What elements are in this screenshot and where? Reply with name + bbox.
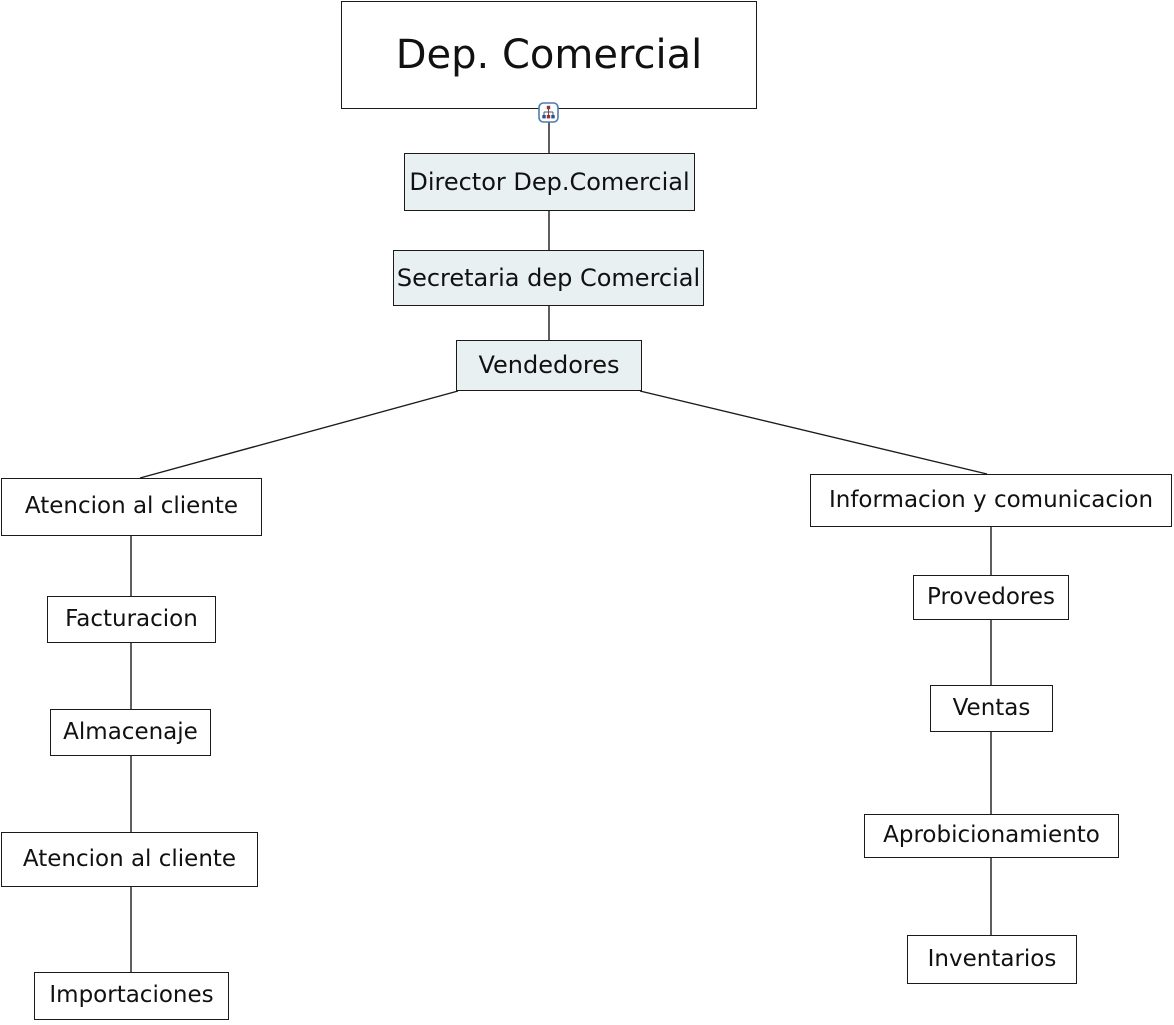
node-label: Facturacion [65,605,198,632]
connector-vendedores-left [139,390,459,479]
node-label: Director Dep.Comercial [409,167,690,196]
org-node-director[interactable]: Director Dep.Comercial [404,153,695,211]
org-node-atencion-cliente-2[interactable]: Atencion al cliente [1,832,258,887]
node-label: Vendedores [478,351,620,380]
org-node-almacenaje[interactable]: Almacenaje [50,709,211,756]
org-node-importaciones[interactable]: Importaciones [34,972,229,1020]
org-node-vendedores[interactable]: Vendedores [456,340,642,391]
connector-group [130,110,992,972]
node-label: Almacenaje [63,718,198,745]
node-label: Aprobicionamiento [883,822,1100,849]
node-label: Atencion al cliente [24,493,239,520]
org-node-root[interactable]: Dep. Comercial [341,1,757,109]
org-node-aprobicionamiento[interactable]: Aprobicionamiento [864,814,1119,858]
node-label: Inventarios [927,945,1057,972]
org-node-provedores[interactable]: Provedores [913,575,1069,620]
org-node-ventas[interactable]: Ventas [930,685,1053,732]
org-node-inventarios[interactable]: Inventarios [907,935,1077,984]
org-node-facturacion[interactable]: Facturacion [47,596,216,643]
org-tree-icon[interactable] [538,102,559,123]
node-label: Importaciones [49,982,214,1009]
org-node-secretaria[interactable]: Secretaria dep Comercial [393,250,704,306]
node-label: Dep. Comercial [395,32,703,78]
node-label: Secretaria dep Comercial [396,263,701,292]
org-node-informacion-comunicacion[interactable]: Informacion y comunicacion [810,474,1172,527]
node-label: Provedores [926,583,1055,610]
org-node-atencion-cliente-1[interactable]: Atencion al cliente [1,478,262,536]
node-label: Informacion y comunicacion [828,486,1154,513]
node-label: Ventas [952,694,1031,721]
connector-vendedores-right [639,390,988,475]
node-label: Atencion al cliente [22,845,237,872]
